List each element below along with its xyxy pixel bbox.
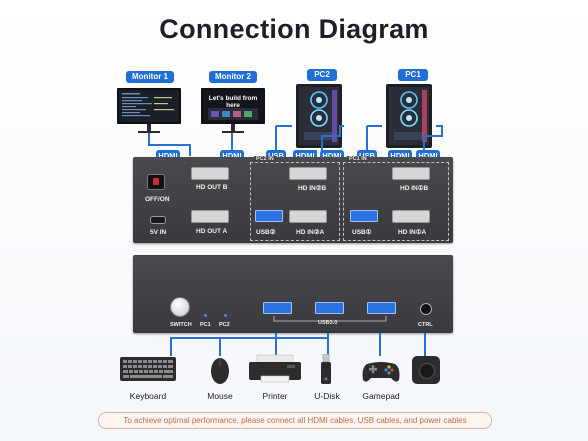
switch-label: SWITCH bbox=[170, 322, 192, 328]
pc1-usb-label: USB① bbox=[352, 229, 372, 236]
pc1-hd-in-b-port[interactable] bbox=[392, 167, 430, 180]
pc2-usb-label: USB② bbox=[256, 229, 276, 236]
kvm-front-panel bbox=[133, 255, 453, 333]
hd-out-b-port[interactable] bbox=[191, 167, 229, 180]
monitor2-screen-text: Let's build from here bbox=[208, 95, 258, 109]
pc2-in-label: PC2 IN bbox=[254, 156, 276, 162]
pc1-hdmi-tag-1: HDMI bbox=[388, 150, 412, 161]
hd-out-a-port[interactable] bbox=[191, 210, 229, 223]
ctrl-label: CTRL bbox=[418, 322, 433, 328]
power-switch[interactable] bbox=[147, 174, 165, 190]
usb30-label: USB3.0 bbox=[318, 320, 338, 326]
pc2-hd-in-a-port[interactable] bbox=[289, 210, 327, 223]
pc2-hd-in-a-label: HD IN②A bbox=[296, 229, 325, 236]
mouse-label: Mouse bbox=[207, 391, 233, 401]
monitor2: Let's build from here bbox=[200, 88, 266, 134]
pc1-tower bbox=[382, 82, 436, 150]
bottom-cables bbox=[170, 333, 426, 356]
monitor2-tag: Monitor 2 bbox=[209, 71, 257, 83]
pc2-hdmi-tag-2: HDMI bbox=[320, 150, 344, 161]
pc2-usb-port[interactable] bbox=[255, 210, 283, 222]
power-switch-label: OFF/ON bbox=[145, 196, 170, 203]
pc1-hd-in-b-label: HD IN①B bbox=[400, 185, 429, 192]
pc2-led bbox=[224, 314, 227, 317]
ctrl-port[interactable] bbox=[420, 303, 432, 315]
monitor2-hdmi-tag: HDMI bbox=[220, 150, 244, 161]
ctrl-remote-icon bbox=[412, 356, 440, 384]
usb30-port-3[interactable] bbox=[367, 302, 396, 314]
pc1-hd-in-a-port[interactable] bbox=[392, 210, 430, 223]
u-disk-icon bbox=[319, 353, 333, 386]
hd-out-a-label: HD OUT A bbox=[196, 228, 228, 235]
power-port[interactable] bbox=[150, 216, 166, 224]
pc1-tag: PC1 bbox=[398, 69, 428, 81]
gamepad-icon bbox=[361, 358, 401, 384]
pc2-hd-in-b-port[interactable] bbox=[289, 167, 327, 180]
monitor1-hdmi-tag: HDMI bbox=[156, 150, 180, 161]
monitor1-tag: Monitor 1 bbox=[126, 71, 174, 83]
printer-icon bbox=[247, 354, 303, 384]
mouse-icon bbox=[209, 357, 231, 385]
gamepad-label: Gamepad bbox=[362, 391, 400, 401]
usb30-bracket bbox=[273, 316, 387, 322]
pc1-led bbox=[204, 314, 207, 317]
pc2-tag: PC2 bbox=[307, 69, 337, 81]
monitor1 bbox=[116, 88, 182, 134]
pc1-in-group bbox=[343, 162, 449, 241]
printer-label: Printer bbox=[262, 391, 288, 401]
pc1-usb-port[interactable] bbox=[350, 210, 378, 222]
keyboard-icon bbox=[120, 357, 176, 381]
page-title: Connection Diagram bbox=[159, 14, 429, 44]
pc2-usb-tag: USB bbox=[266, 150, 286, 161]
pc1-in-label: PC1 IN bbox=[347, 156, 369, 162]
pc2-hd-in-b-label: HD IN②B bbox=[298, 185, 327, 192]
keyboard-label: Keyboard bbox=[129, 391, 167, 401]
hd-out-b-label: HD OUT B bbox=[196, 184, 228, 191]
usb30-port-1[interactable] bbox=[263, 302, 292, 314]
pc2-in-group bbox=[250, 162, 340, 241]
pc1-hdmi-tag-2: HDMI bbox=[416, 150, 440, 161]
pc1-hd-in-a-label: HD IN①A bbox=[398, 229, 427, 236]
pc1-usb-tag: USB bbox=[357, 150, 377, 161]
pc2-hdmi-tag-1: HDMI bbox=[293, 150, 317, 161]
switch-button[interactable] bbox=[171, 298, 189, 316]
footer-note: To achieve optimal performance, please c… bbox=[98, 412, 492, 429]
pc2-led-label: PC2 bbox=[219, 322, 230, 328]
usb30-port-2[interactable] bbox=[315, 302, 344, 314]
power-in-label: 5V IN bbox=[150, 229, 167, 236]
pc1-led-label: PC1 bbox=[200, 322, 211, 328]
u-disk-label: U-Disk bbox=[314, 391, 340, 401]
